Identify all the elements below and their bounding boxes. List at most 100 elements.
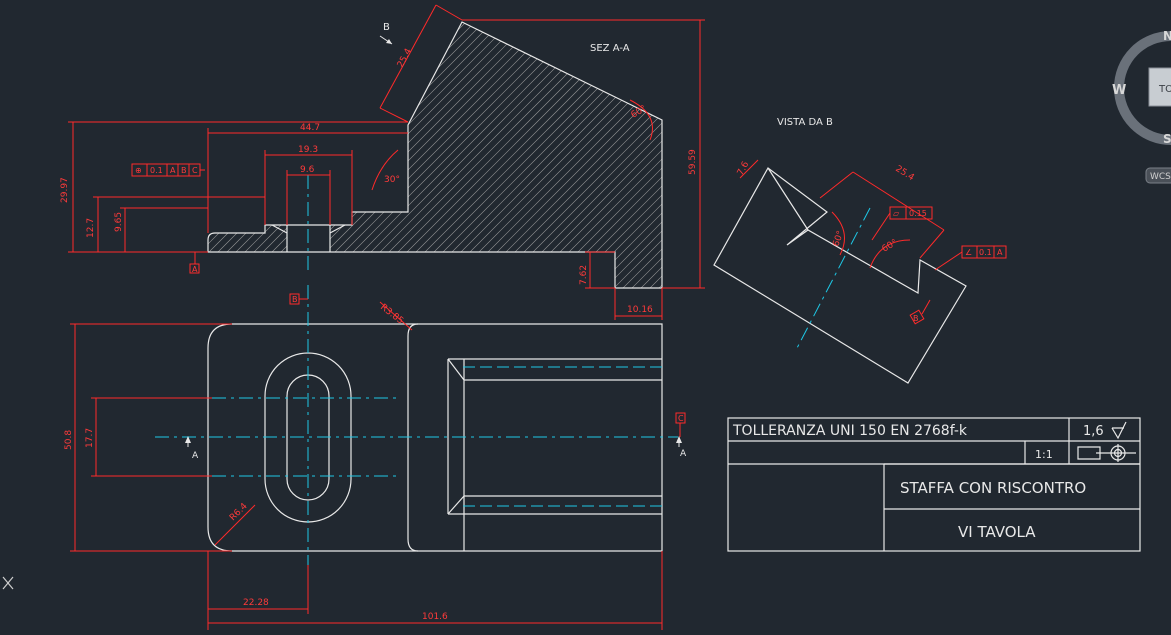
aux-angle-2: 60° [881, 238, 900, 255]
hatch-line [208, 22, 480, 288]
hatch-line [782, 0, 1082, 300]
hatch-line [208, 22, 426, 288]
fillet-top-leader [379, 301, 413, 331]
hatch-line [208, 22, 327, 288]
aux-dim-line-25-4 [852, 171, 945, 231]
flatness-symbol: ⏥ [893, 209, 900, 218]
wcs-label[interactable]: WCS [1150, 172, 1171, 182]
hatch-line [863, 0, 1163, 300]
datum-a-symbol: A [189, 252, 200, 274]
viewcube-face[interactable] [1148, 67, 1171, 107]
hatch-line [547, 22, 662, 288]
section-title: SEZ A-A [590, 43, 630, 54]
hatch-line [394, 22, 662, 288]
hatch-line [277, 22, 579, 288]
plan-chamfer-bottom [447, 495, 465, 515]
dim-7-62: 7.62 [579, 265, 589, 285]
hatch-line [208, 22, 228, 288]
viewcube[interactable]: N W S TO WCS [1112, 29, 1171, 184]
hatch-line [208, 22, 318, 288]
hatch-line [574, 22, 662, 288]
dim-9-65: 9.65 [114, 212, 124, 232]
hatch-line [845, 0, 1145, 300]
datum-c-label: C [678, 414, 684, 423]
hatch-line [208, 22, 273, 288]
viewcube-ring[interactable] [1114, 31, 1171, 145]
dim-101-6: 101.6 [422, 612, 448, 622]
hatch-line [304, 22, 606, 288]
angularity-frame: ∠ 0.1 A [934, 245, 1007, 271]
hatch-line [208, 22, 471, 288]
hatch-line [764, 0, 1064, 300]
compass-west[interactable]: W [1112, 83, 1126, 98]
section-letter-left: A [192, 451, 199, 461]
dim-29-97: 29.97 [60, 177, 70, 203]
hatch-line [683, 0, 983, 300]
viewcube-face-label[interactable]: TO [1158, 84, 1171, 95]
hatch-line [0, 0, 200, 300]
section-arrowhead-right [676, 436, 682, 443]
hatch-line [737, 0, 1037, 300]
view-b-letter: B [383, 22, 390, 33]
section-arrowhead-left [185, 436, 191, 443]
projection-icon [1077, 444, 1136, 462]
compass-north[interactable]: N [1163, 29, 1171, 43]
hatch-line [295, 22, 597, 288]
hatch-line [250, 22, 552, 288]
hatch-line [313, 22, 615, 288]
dim-44-7: 44.7 [300, 123, 320, 133]
chamfer-right [329, 224, 346, 234]
dim-50-8: 50.8 [64, 430, 74, 450]
hatch-line [208, 22, 372, 288]
datum-c-symbol: C [675, 412, 686, 437]
plan-chamfer-top [447, 358, 465, 381]
datum-b-symbol: B [909, 299, 931, 325]
angle-arc-60 [629, 99, 653, 141]
position-datum-c: C [192, 166, 198, 175]
hatch-line [223, 22, 525, 288]
wcs-button[interactable] [1145, 167, 1171, 184]
aux-ext-a [819, 171, 854, 199]
hatch-line [439, 22, 662, 288]
tolerance-note: TOLLERANZA UNI 150 EN 2768f-k [732, 423, 968, 439]
dim-10-16: 10.16 [627, 305, 653, 315]
hatch-line [466, 22, 662, 288]
hatch-line [800, 0, 1100, 300]
hatch-line [208, 22, 408, 288]
hatch-line [322, 22, 624, 288]
hatch-line [208, 22, 255, 288]
hatch-line [208, 22, 417, 288]
hatch-line [208, 22, 489, 288]
angularity-symbol: ∠ [965, 248, 972, 257]
hatch-line [208, 22, 210, 288]
dim-angle-30: 30° [384, 175, 400, 185]
hatch-line [890, 0, 1171, 300]
hatch-line [208, 22, 435, 288]
hatch-line [628, 22, 662, 288]
hatch-line [208, 22, 381, 288]
hatch-line [619, 22, 662, 288]
hatch-line [692, 0, 992, 300]
hatch-line [529, 22, 662, 288]
dim-r3-85: R3.85 [378, 302, 405, 326]
hatch-line [881, 0, 1171, 300]
dim-9-6: 9.6 [300, 165, 315, 175]
roughness-icon [1111, 421, 1127, 440]
hatch-line [208, 22, 300, 288]
position-tolerance-frame: ⊕ 0.1 A B C [131, 163, 205, 177]
hatch-line [208, 22, 219, 288]
dim-line-25-4 [379, 4, 437, 109]
hatch-line [610, 22, 662, 288]
hatch-line [637, 22, 662, 288]
compass-south[interactable]: S [1163, 132, 1171, 146]
hatch-line [538, 22, 662, 288]
title-block-frame [727, 417, 1141, 552]
part-name: STAFFA CON RISCONTRO [900, 479, 1086, 497]
hatch-line [208, 22, 390, 288]
dim-ext-incline-b [435, 4, 463, 21]
hatch-line [854, 0, 1154, 300]
hatch-line [208, 22, 507, 288]
datum-b-plan-label: B [292, 295, 298, 304]
hatch-line [493, 22, 662, 288]
